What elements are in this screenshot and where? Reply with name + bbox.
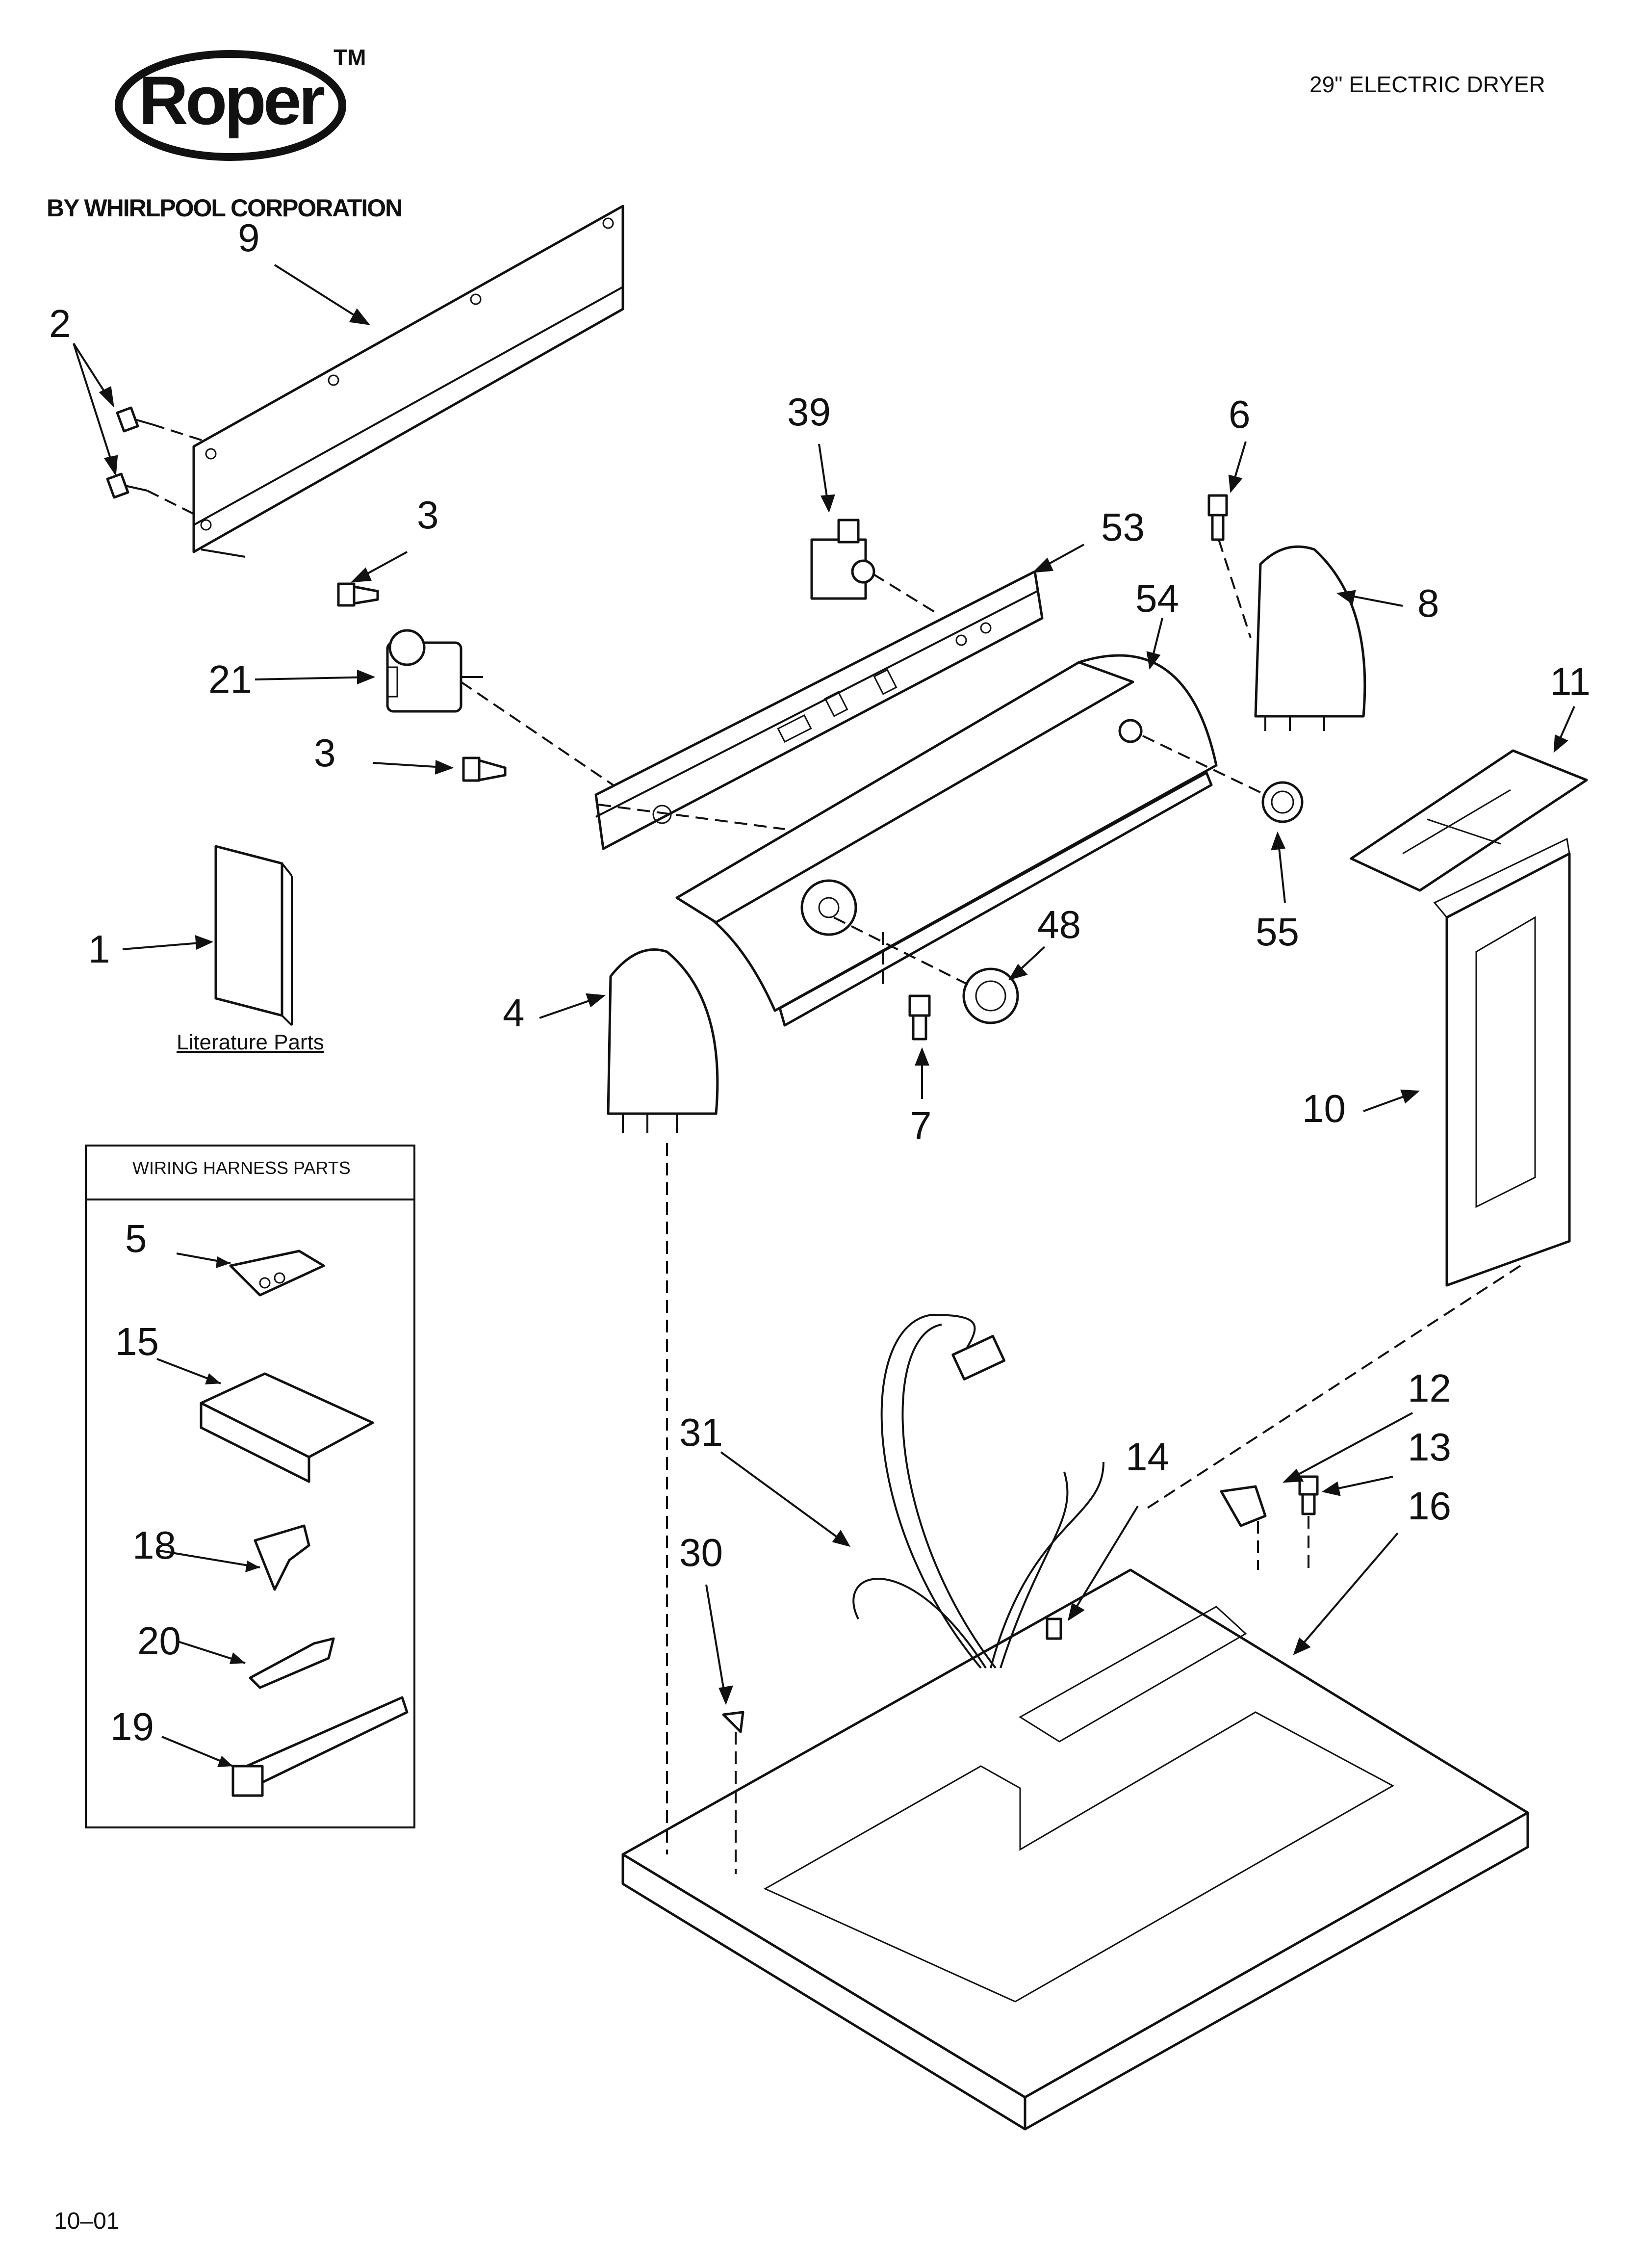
part-55-knob	[1142, 735, 1304, 823]
callout-9: 9	[238, 216, 260, 260]
trademark-mark: TM	[334, 45, 366, 70]
part-2-screws	[106, 406, 206, 516]
callout-54: 54	[1135, 576, 1179, 620]
callout-3-upper: 3	[417, 493, 439, 537]
roper-logo: Roper	[113, 47, 348, 164]
part-10-duct	[1433, 837, 1571, 1287]
literature-parts-label: Literature Parts	[177, 1030, 324, 1054]
alignment-line-screw	[598, 804, 785, 830]
part-48-knob	[833, 916, 1019, 1024]
part-14-screw	[1046, 1617, 1062, 1640]
part-31-harness	[852, 1313, 1104, 1669]
part-7-screw	[882, 932, 931, 1041]
callout-14: 14	[1126, 1435, 1169, 1479]
corporation-label: BY WHIRLPOOL CORPORATION	[47, 194, 403, 222]
part-12-clip	[1220, 1485, 1267, 1570]
leader-arrows	[73, 264, 1575, 1705]
part-11-cover	[1350, 749, 1588, 892]
callout-7: 7	[910, 1104, 932, 1147]
callout-5: 5	[125, 1217, 147, 1260]
roper-logo-oval	[115, 50, 346, 161]
alignment-line-timer	[460, 681, 614, 786]
callout-53: 53	[1101, 505, 1145, 549]
callout-6: 6	[1229, 392, 1251, 436]
callout-19: 19	[110, 1705, 154, 1748]
wiring-harness-title: WIRING HARNESS PARTS	[132, 1158, 351, 1178]
callout-20: 20	[137, 1619, 181, 1663]
callout-15: 15	[115, 1320, 159, 1363]
part-53-bracket	[594, 570, 1044, 850]
callout-16: 16	[1408, 1484, 1451, 1528]
part-30-screw	[722, 1711, 744, 1874]
callout-8: 8	[1417, 581, 1439, 625]
callout-21: 21	[208, 657, 252, 701]
part-39-module	[810, 519, 875, 600]
callout-11: 11	[1550, 660, 1591, 704]
callout-31: 31	[679, 1410, 723, 1454]
part-6-screw	[1207, 494, 1252, 638]
wiring-harness-box	[85, 1145, 415, 1828]
part-54-console	[675, 654, 1218, 1027]
callout-55: 55	[1256, 910, 1299, 954]
callout-39: 39	[787, 390, 831, 434]
callout-12: 12	[1408, 1366, 1451, 1410]
callout-1: 1	[88, 927, 110, 971]
callout-10: 10	[1302, 1087, 1346, 1130]
date-code: 10–01	[54, 2208, 120, 2234]
part-8-endcap	[1254, 545, 1366, 731]
part-16-top	[621, 1568, 1529, 2131]
callout-13: 13	[1408, 1425, 1451, 1469]
brand-name: Roper	[138, 62, 325, 139]
part-1-literature	[214, 845, 293, 1026]
document-title: 29" ELECTRIC DRYER	[1309, 72, 1545, 97]
callout-48: 48	[1037, 903, 1081, 946]
part-3-screw-lower	[462, 756, 507, 782]
part-13-screw	[1298, 1475, 1319, 1575]
part-21-timer	[386, 629, 483, 713]
part-4-endcap	[607, 948, 719, 1133]
part-3-screw-upper	[337, 582, 379, 607]
callout-4: 4	[503, 991, 525, 1035]
callout-18: 18	[132, 1523, 176, 1567]
callout-30: 30	[679, 1531, 723, 1574]
alignment-line-right	[1142, 1265, 1521, 1512]
part-9-panel	[192, 205, 624, 558]
alignment-line-module	[872, 573, 938, 614]
callout-3-lower: 3	[314, 731, 336, 775]
callout-2: 2	[49, 302, 71, 345]
